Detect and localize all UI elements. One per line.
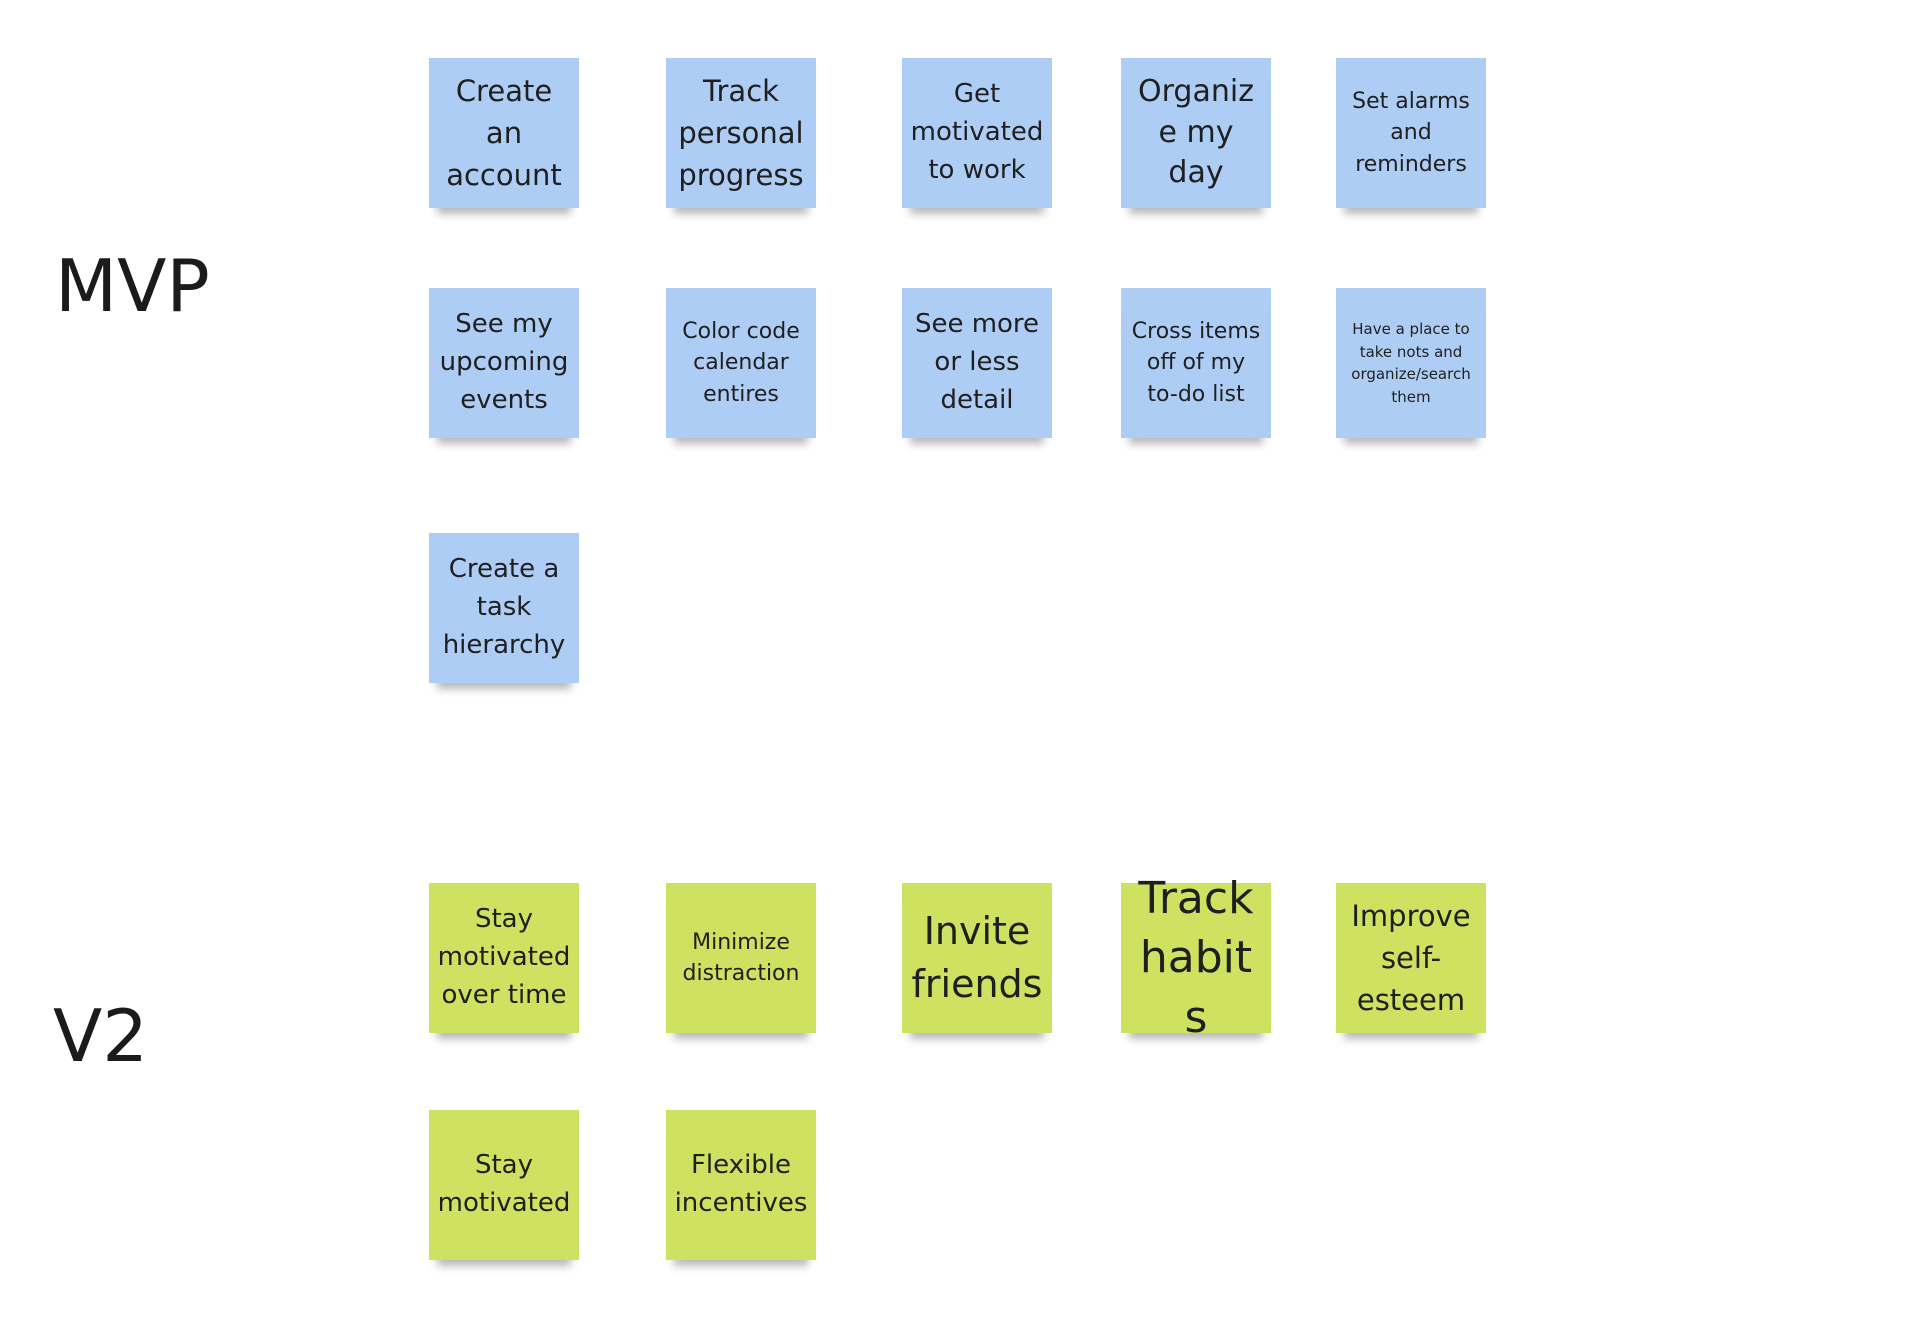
sticky-note-text: Stay motivated [437, 1150, 571, 1218]
sticky-note-text: Improve self-esteem [1351, 898, 1471, 1018]
sticky-note-text: Have a place to take nots and organize/s… [1351, 320, 1471, 406]
sticky-note-set-alarms[interactable]: Set alarms and reminders [1336, 58, 1486, 208]
sticky-note-cross-items-off[interactable]: Cross items off of my to-do list [1121, 288, 1271, 438]
sticky-note-text: Invite friends [911, 908, 1043, 1006]
sticky-note-text: Set alarms and reminders [1352, 89, 1470, 177]
sticky-note-minimize-distraction[interactable]: Minimize distraction [666, 883, 816, 1033]
sticky-note-take-notes[interactable]: Have a place to take nots and organize/s… [1336, 288, 1486, 438]
sticky-note-text: Color code calendar entires [682, 319, 800, 407]
sticky-note-upcoming-events[interactable]: See my upcoming events [429, 288, 579, 438]
sticky-note-text: Create an account [446, 73, 562, 193]
sticky-note-text: Flexible incentives [674, 1150, 808, 1218]
sticky-note-text: Minimize distraction [682, 929, 800, 986]
sticky-note-text: Track personal progress [678, 73, 804, 193]
sticky-note-text: See my upcoming events [439, 309, 569, 415]
sticky-note-get-motivated[interactable]: Get motivated to work [902, 58, 1052, 208]
sticky-note-text: Cross items off of my to-do list [1131, 319, 1261, 407]
sticky-note-track-personal-progress[interactable]: Track personal progress [666, 58, 816, 208]
sticky-note-text: Get motivated to work [910, 79, 1044, 185]
sticky-note-stay-motivated[interactable]: Stay motivated [429, 1110, 579, 1260]
sticky-note-stay-motivated-over-time[interactable]: Stay motivated over time [429, 883, 579, 1033]
sticky-note-invite-friends[interactable]: Invite friends [902, 883, 1052, 1033]
sticky-note-text: See more or less detail [914, 309, 1040, 415]
sticky-note-more-less-detail[interactable]: See more or less detail [902, 288, 1052, 438]
sticky-note-text: Track habits [1138, 872, 1254, 1043]
group-label-mvp: MVP [55, 244, 210, 328]
sticky-note-color-code-calendar[interactable]: Color code calendar entires [666, 288, 816, 438]
sticky-note-track-habits[interactable]: Track habits [1121, 873, 1271, 1043]
sticky-note-task-hierarchy[interactable]: Create a task hierarchy [429, 533, 579, 683]
sticky-note-organize-day[interactable]: Organize my day [1121, 58, 1271, 208]
sticky-note-improve-self-esteem[interactable]: Improve self-esteem [1336, 883, 1486, 1033]
sticky-note-flexible-incentives[interactable]: Flexible incentives [666, 1110, 816, 1260]
sticky-note-text: Create a task hierarchy [442, 554, 566, 660]
sticky-note-text: Organize my day [1138, 74, 1254, 191]
sticky-note-text: Stay motivated over time [437, 904, 571, 1010]
sticky-note-create-account[interactable]: Create an account [429, 58, 579, 208]
group-label-v2: V2 [53, 994, 149, 1078]
